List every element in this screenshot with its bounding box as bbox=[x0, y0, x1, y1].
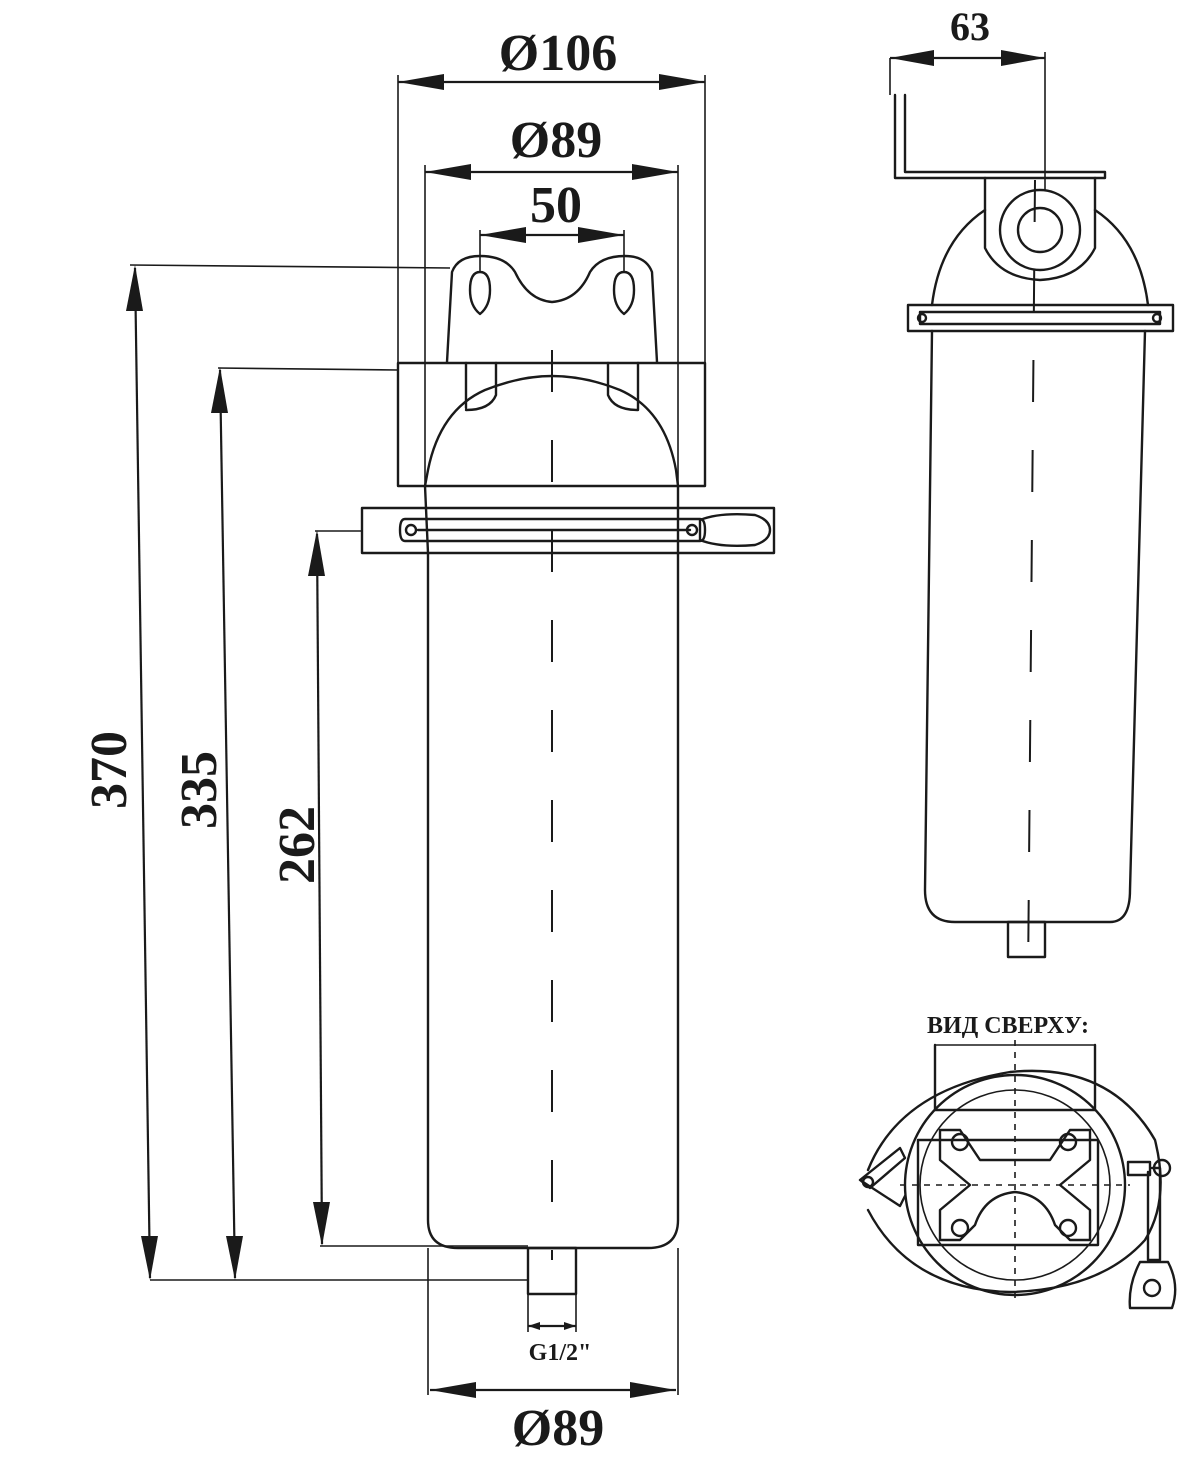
clamp-lever bbox=[698, 512, 772, 548]
dim-label-89-bottom: Ø89 bbox=[512, 1400, 604, 1457]
housing-body-lower bbox=[423, 484, 680, 555]
mount-hole-left bbox=[468, 270, 492, 316]
side-head bbox=[983, 176, 1097, 282]
top-bracket-outline bbox=[933, 1043, 1097, 1112]
side-dome bbox=[930, 208, 1150, 307]
top-mount-hole-1 bbox=[950, 1132, 970, 1152]
side-view: 63 bbox=[889, 4, 1175, 981]
dim-label-262: 262 bbox=[269, 806, 326, 884]
top-mount-hole-4 bbox=[1058, 1218, 1078, 1238]
side-clamp-strap bbox=[918, 310, 1162, 326]
dim-label-335: 335 bbox=[171, 751, 228, 829]
side-inlet-bore bbox=[1016, 206, 1064, 254]
side-wall-bracket bbox=[893, 93, 1107, 180]
dim-label-370: 370 bbox=[81, 731, 138, 809]
clamp-screw-right bbox=[685, 523, 699, 537]
top-clamp-lever bbox=[1126, 1160, 1162, 1262]
top-mount-hole-2 bbox=[1058, 1132, 1078, 1152]
top-mount-hole-3 bbox=[950, 1218, 970, 1238]
top-mount-plate bbox=[938, 1128, 1092, 1242]
dim-label-89-top: Ø89 bbox=[510, 112, 602, 169]
dim-label-thread: G1/2" bbox=[529, 1340, 592, 1366]
side-inlet-port bbox=[998, 188, 1082, 272]
head-inner bbox=[464, 361, 640, 412]
dim-label-50: 50 bbox=[530, 177, 582, 234]
dim-label-106: Ø106 bbox=[499, 25, 617, 82]
top-view-title: ВИД СВЕРХУ: bbox=[927, 1013, 1089, 1039]
side-center-line bbox=[1027, 179, 1036, 981]
front-view: Ø106 Ø89 50 370 335 262 bbox=[81, 25, 776, 1457]
top-view: ВИД СВЕРХУ: bbox=[858, 1013, 1177, 1310]
side-body bbox=[923, 329, 1147, 924]
side-clamp-band bbox=[906, 303, 1175, 333]
dim-line-335 bbox=[218, 369, 237, 1279]
dim-line-262 bbox=[315, 533, 324, 1245]
mount-hole-right bbox=[612, 270, 636, 316]
clamp-screw-left bbox=[404, 523, 418, 537]
top-head-plate bbox=[916, 1138, 1100, 1247]
dim-label-63: 63 bbox=[950, 4, 990, 49]
dim-line-370 bbox=[133, 267, 152, 1279]
outlet-fitting bbox=[526, 1246, 578, 1296]
top-clamp-hinge bbox=[858, 1146, 907, 1208]
side-outlet bbox=[1006, 920, 1047, 959]
